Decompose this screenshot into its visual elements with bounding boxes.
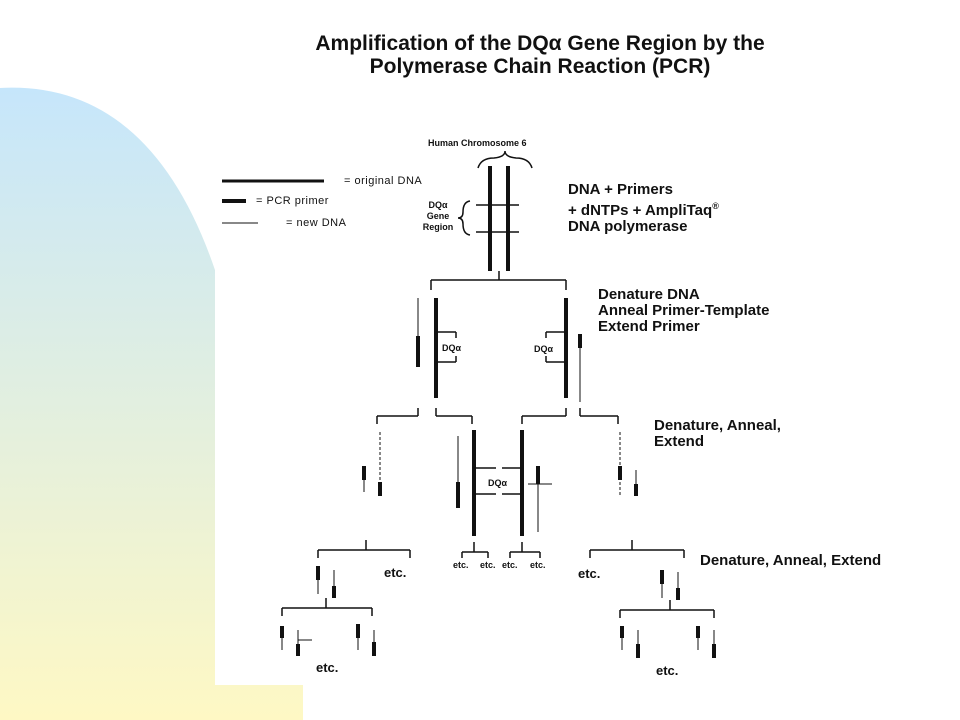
etc-center-1: etc. <box>453 560 469 570</box>
chromosome-label: Human Chromosome 6 <box>428 138 527 148</box>
step-3-line-2: Extend <box>654 433 705 450</box>
etc-center-3: etc. <box>502 560 518 570</box>
dq-gene-label-line-1: DQα <box>428 200 448 210</box>
dqa-label-center: DQα <box>488 478 508 488</box>
etc-left-level4: etc. <box>384 565 407 580</box>
legend-pcr-primer: = PCR primer <box>256 195 329 207</box>
step-2-line-3: Extend Primer <box>598 318 700 335</box>
step-2-line-2: Anneal Primer-Template <box>598 302 770 319</box>
title-line-1: Amplification of the DQα Gene Region by … <box>315 32 765 55</box>
dq-gene-region-label: DQα Gene Region <box>420 200 456 233</box>
legend-new-dna: = new DNA <box>286 217 347 229</box>
step-1-label: DNA + Primers + dNTPs + AmpliTaq® DNA po… <box>568 182 719 235</box>
etc-center-4: etc. <box>530 560 546 570</box>
step-2-line-1: Denature DNA <box>598 286 700 303</box>
step-2-label: Denature DNA Anneal Primer-Template Exte… <box>598 287 769 335</box>
step-3-label: Denature, Anneal, Extend <box>654 418 781 450</box>
etc-right-level4: etc. <box>578 566 601 581</box>
step-1-line-2-text: + dNTPs + AmpliTaq <box>568 202 713 219</box>
step-1-registered-mark: ® <box>712 201 719 211</box>
dq-gene-label-line-3: Region <box>422 222 454 232</box>
step-3-line-1: Denature, Anneal, <box>654 417 781 434</box>
dqa-label-right: DQα <box>534 344 554 354</box>
legend-original-dna: = original DNA <box>344 175 423 187</box>
etc-center-2: etc. <box>480 560 496 570</box>
step-1-line-2: + dNTPs + AmpliTaq® <box>568 198 719 219</box>
etc-right-bottom: etc. <box>656 663 679 678</box>
step-4-label: Denature, Anneal, Extend <box>700 552 882 569</box>
step-1-line-3: DNA polymerase <box>568 218 688 235</box>
slide-title: Amplification of the DQα Gene Region by … <box>240 32 840 78</box>
dqa-label-left: DQα <box>442 343 462 353</box>
step-1-line-1: DNA + Primers <box>568 181 673 198</box>
etc-left-bottom: etc. <box>316 660 339 675</box>
dq-gene-label-line-2: Gene <box>426 211 450 221</box>
title-line-2: Polymerase Chain Reaction (PCR) <box>369 55 711 78</box>
